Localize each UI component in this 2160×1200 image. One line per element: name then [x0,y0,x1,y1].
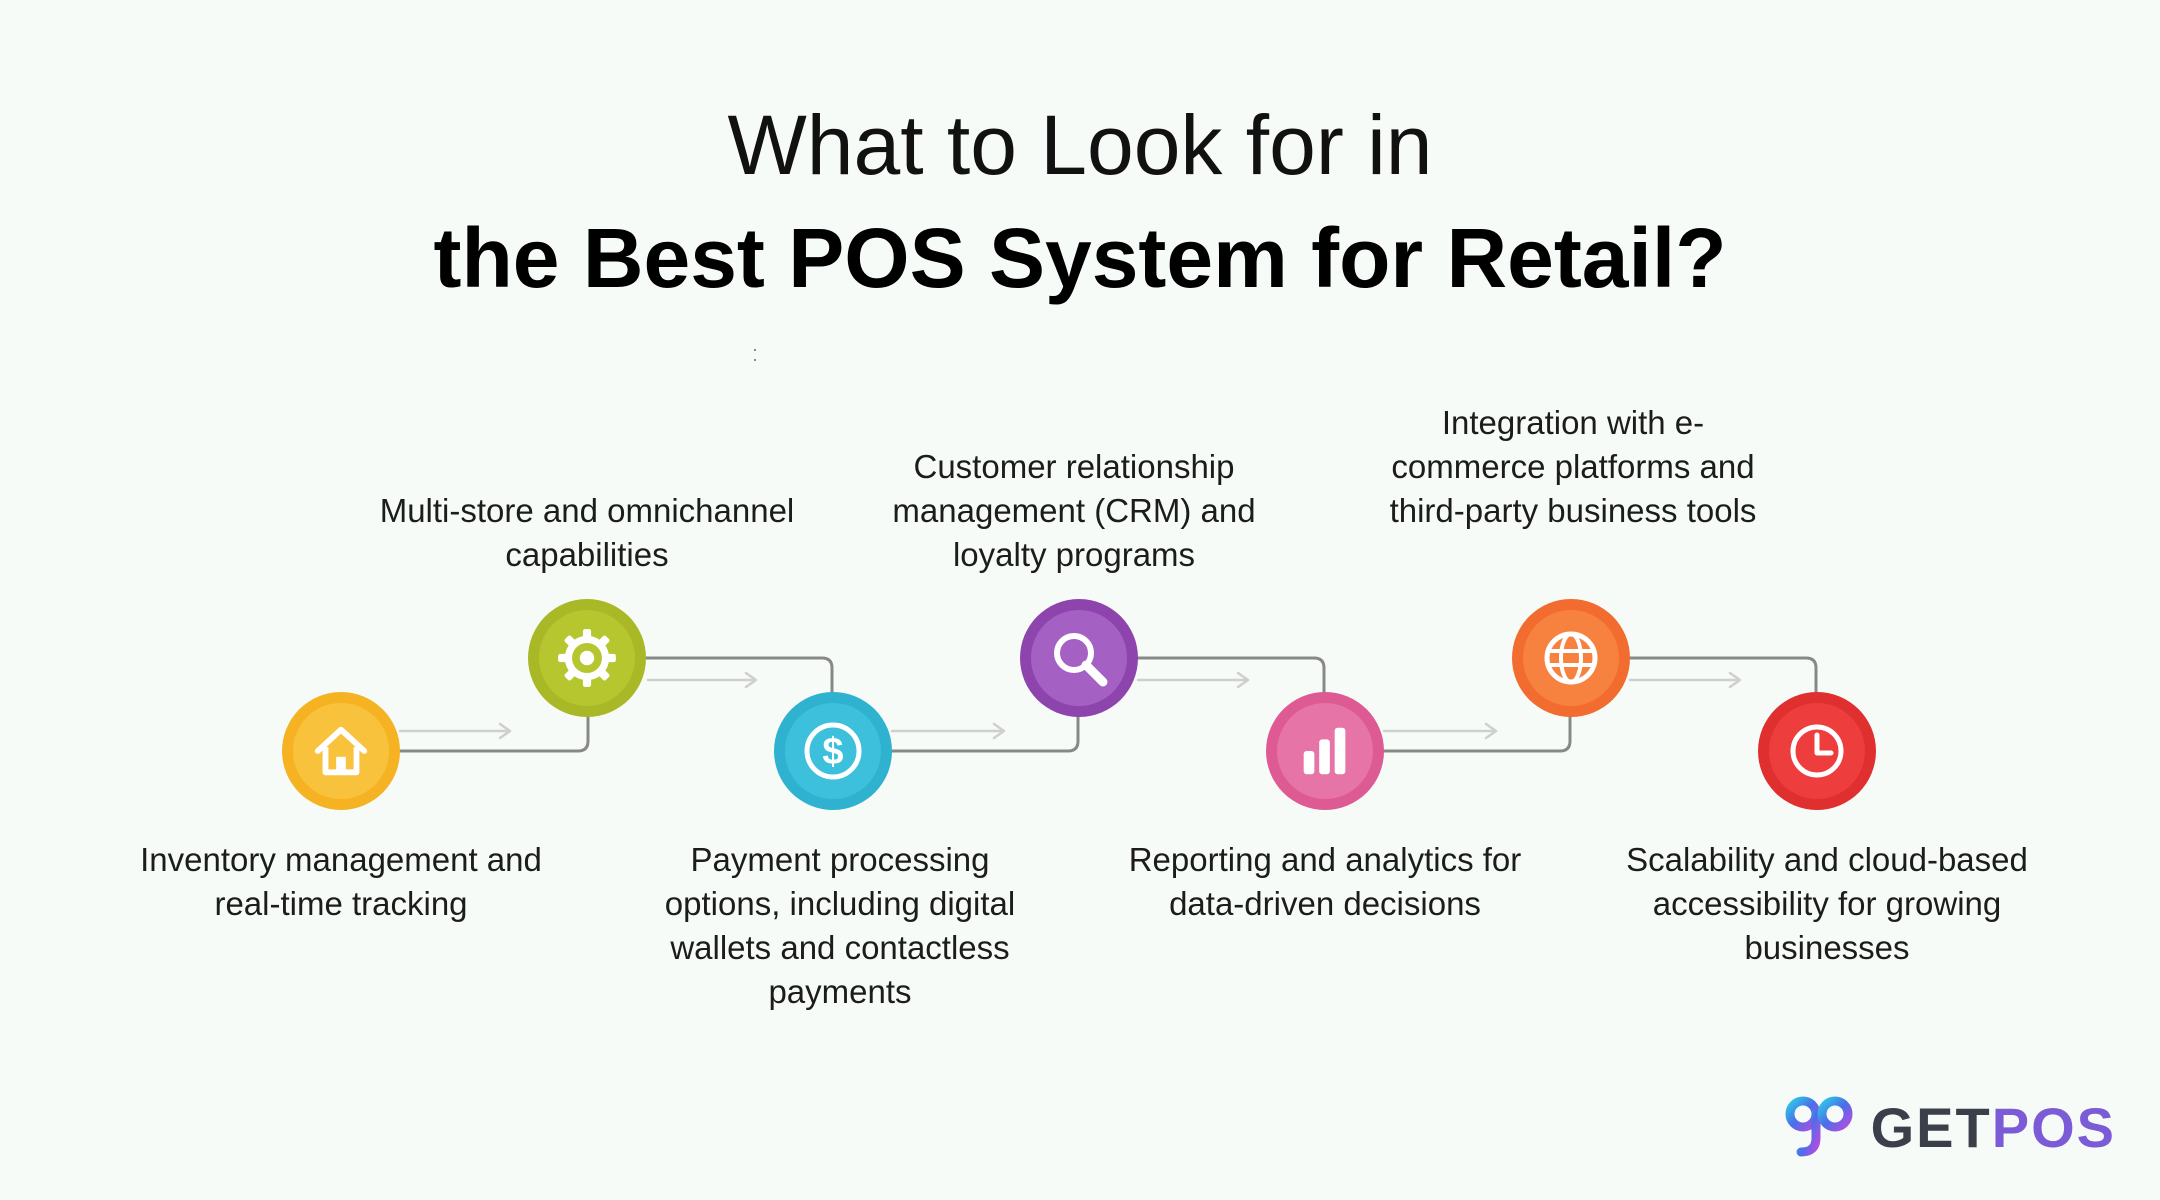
arrow-2 [646,671,758,689]
connector-4-5 [1134,656,1326,696]
arrow-6 [1628,671,1742,689]
arrow-4 [1136,671,1250,689]
step-5-node [1266,692,1384,810]
step-5-label: Reporting and analytics for data-driven … [1128,841,1522,922]
search-icon [1054,633,1108,687]
connector-6-7 [1626,656,1818,696]
svg-text:$: $ [822,731,843,773]
title-line-2: the Best POS System for Retail? [433,211,1727,305]
connector-1-2 [396,714,590,753]
title-line-1: What to Look for in [727,98,1433,192]
home-icon [314,726,368,776]
connector-5-6 [1380,714,1572,753]
step-3-node: $ [774,692,892,810]
getpos-logo-mark [1785,1096,1853,1160]
arrow-5 [1382,722,1498,740]
step-1-label: Inventory management and real-time track… [140,841,542,922]
connector-3-4 [888,714,1080,753]
step-6-node [1512,599,1630,717]
logo-text-get: GET [1870,1095,1992,1159]
dollar-icon: $ [804,722,862,780]
step-7-node [1758,692,1876,810]
gear-icon [558,629,616,687]
arrow-1 [398,722,512,740]
bar-chart-icon [1303,727,1346,775]
connector-2-3 [644,656,834,696]
decorative-dots: ·· [752,339,758,369]
step-7-label: Scalability and cloud-based accessibilit… [1626,841,2028,966]
arrow-3 [890,722,1006,740]
getpos-logo: GETPOS [1783,1092,2116,1162]
step-6-label: Integration with e-commerce platforms an… [1389,404,1757,529]
clock-icon [1790,724,1844,778]
globe-icon [1544,631,1598,685]
step-2-node [528,599,646,717]
step-2-label: Multi-store and omnichannel capabilities [379,492,795,573]
step-1-node [282,692,400,810]
step-4-node [1020,599,1138,717]
step-4-label: Customer relationship management (CRM) a… [892,448,1256,573]
logo-text-pos: POS [1991,1095,2116,1159]
step-3-label: Payment processing options, including di… [664,841,1016,1010]
